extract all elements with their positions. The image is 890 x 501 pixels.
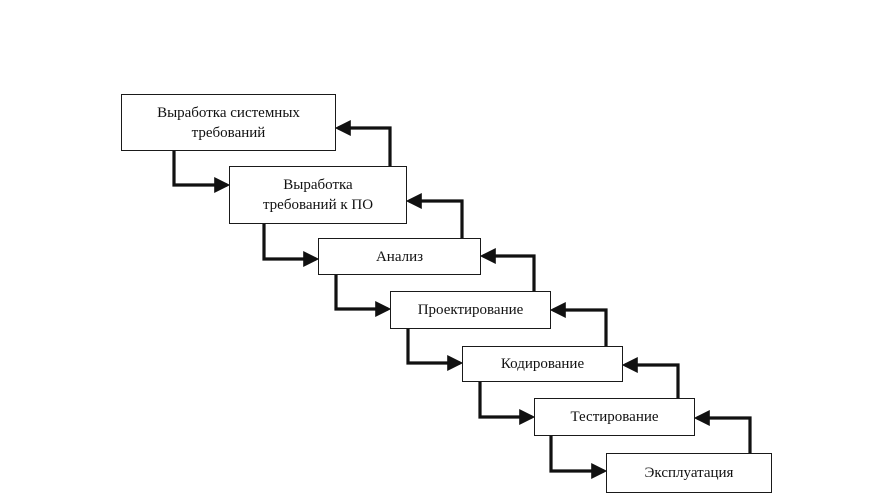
- forward-arrow-b5-b6: [549, 436, 608, 479]
- stage-label: Эксплуатация: [644, 465, 734, 481]
- stage-operation: Эксплуатация: [606, 453, 772, 493]
- forward-arrow-b1-b2: [262, 224, 320, 267]
- forward-arrow-b2-b3: [334, 275, 392, 317]
- stage-label: Выработка системных требований: [157, 104, 300, 141]
- stage-design: Проектирование: [390, 291, 551, 329]
- stage-software-requirements: Выработка требований к ПО: [229, 166, 407, 224]
- feedback-arrow-b5-b4: [621, 357, 680, 398]
- feedback-arrow-b4-b3: [549, 302, 608, 346]
- feedback-arrow-b6-b5: [693, 410, 752, 453]
- forward-arrow-b3-b4: [406, 329, 464, 371]
- stage-label: Тестирование: [570, 409, 659, 425]
- stage-coding: Кодирование: [462, 346, 623, 382]
- stage-label: Кодирование: [500, 356, 585, 372]
- stage-label: Анализ: [375, 248, 424, 265]
- stage-analysis: Анализ: [318, 238, 481, 275]
- feedback-arrow-b2-b1: [405, 193, 464, 238]
- stage-system-requirements: Выработка системных требований: [121, 94, 336, 151]
- forward-arrow-b0-b1: [172, 151, 231, 193]
- stage-testing: Тестирование: [534, 398, 695, 436]
- feedback-arrow-b1-b0: [334, 120, 392, 166]
- feedback-arrow-b3-b2: [479, 248, 536, 291]
- forward-arrow-b4-b5: [478, 382, 536, 425]
- stage-label: Проектирование: [417, 302, 524, 318]
- stage-label: Выработка требований к ПО: [262, 177, 374, 213]
